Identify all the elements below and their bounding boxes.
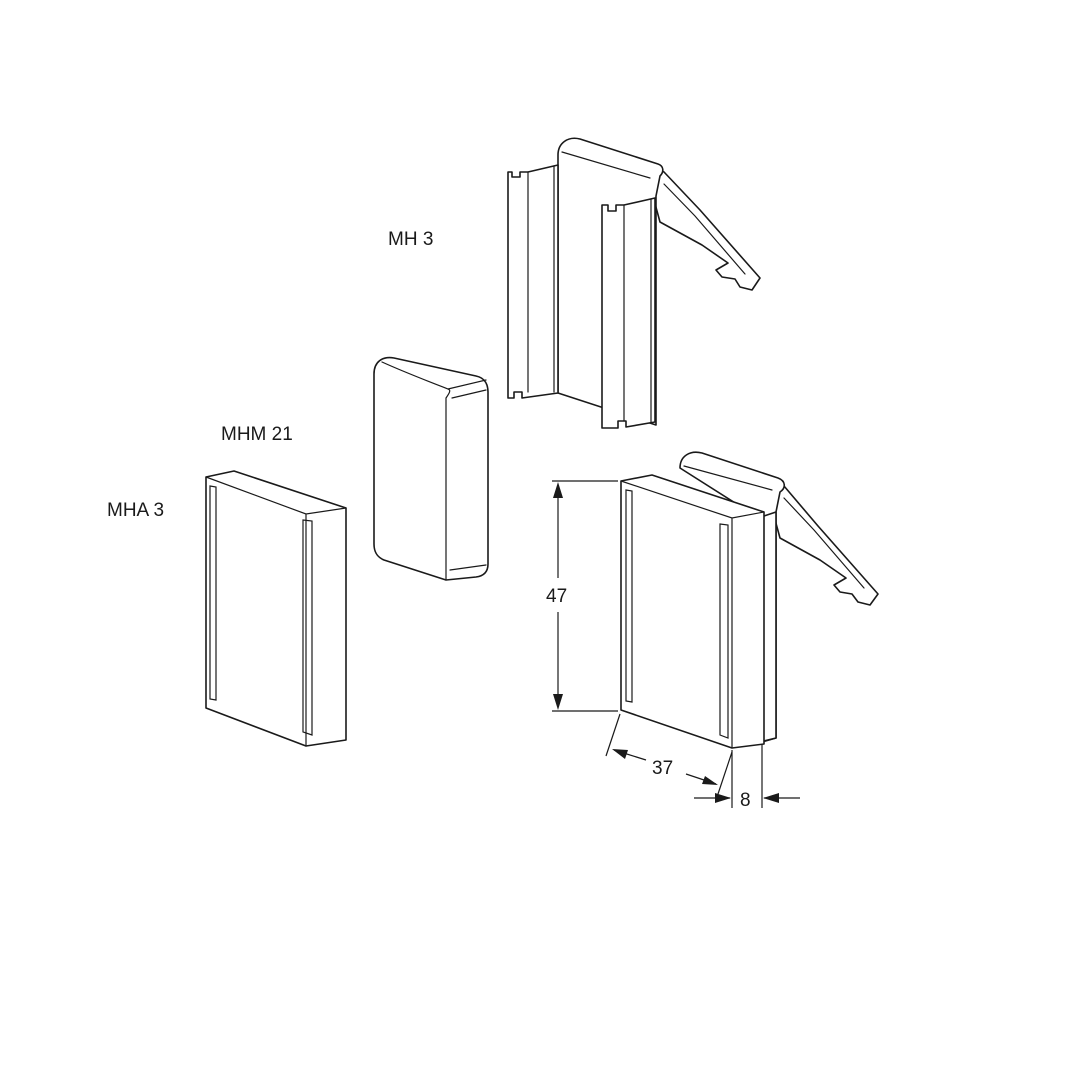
dimension-width-label: 37 — [652, 758, 673, 779]
arrow-up — [553, 482, 563, 498]
mh3-clip-holder — [507, 137, 761, 429]
mhm21-block — [373, 356, 489, 581]
dimension-height: 47 — [546, 480, 618, 712]
dimension-width: 37 — [605, 713, 733, 795]
dimension-height-label: 47 — [546, 586, 567, 607]
dimension-depth-label: 8 — [740, 790, 751, 811]
arrow-down — [553, 694, 563, 710]
dimension-depth: 8 — [694, 744, 800, 811]
arrow-right — [715, 793, 731, 803]
mha3-plate — [205, 470, 347, 747]
arrow-left — [763, 793, 779, 803]
label-mhm21: MHM 21 — [221, 424, 293, 445]
label-mh3: MH 3 — [388, 229, 433, 250]
assembly — [620, 451, 879, 749]
arrow-left — [612, 749, 628, 759]
arrow-right — [702, 776, 718, 785]
label-mha3: MHA 3 — [107, 500, 164, 521]
